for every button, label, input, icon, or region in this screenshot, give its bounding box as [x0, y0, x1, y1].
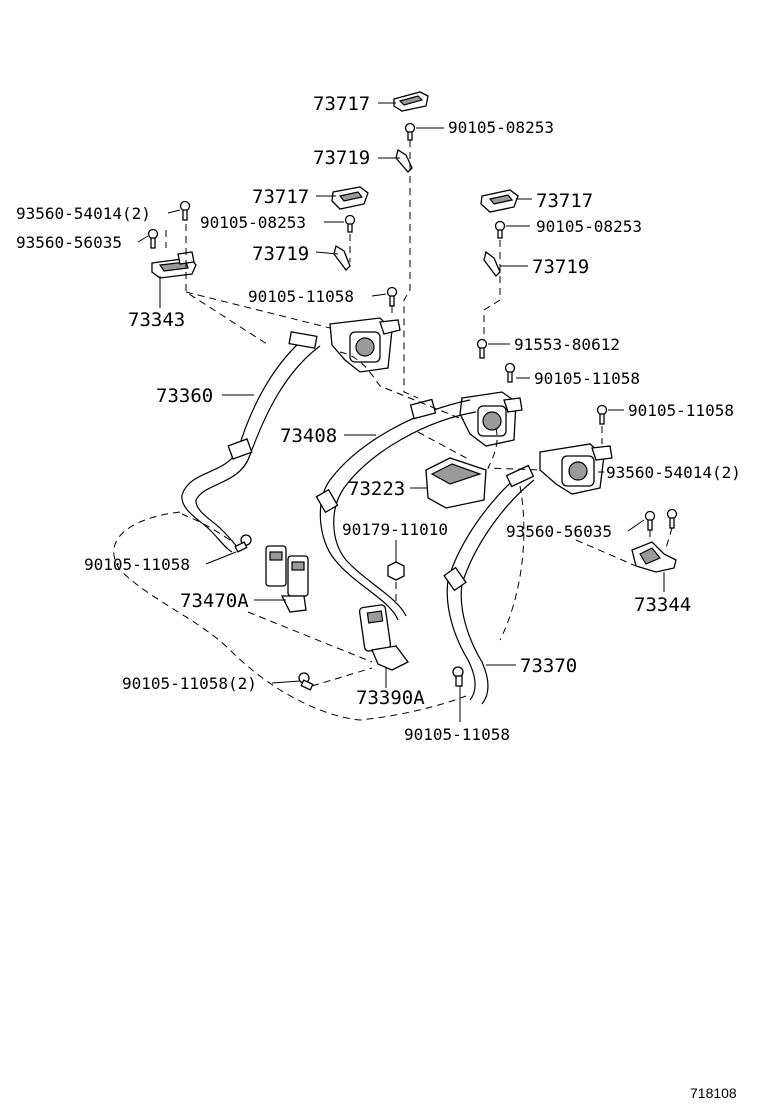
label-73717-left: 73717 — [252, 186, 309, 208]
screw-93560-56035-left — [147, 228, 159, 249]
label-90105-08253-left: 90105-08253 — [200, 213, 306, 232]
screw-93560-56035-right — [644, 510, 656, 531]
label-73717-right: 73717 — [536, 190, 593, 212]
label-73717-top: 73717 — [313, 93, 370, 115]
cover-73717-left — [331, 186, 369, 210]
bracket-73343 — [151, 251, 197, 279]
retractor-middle — [459, 391, 523, 447]
label-90105-11058-bottom: 90105-11058 — [404, 725, 510, 744]
bolt-91553-80612 — [476, 338, 488, 359]
leader-lines — [137, 102, 665, 722]
cover-73717-right — [480, 189, 519, 213]
bolt-90105-11058-bottom-pair — [298, 672, 314, 691]
bolt-90105-08253-left — [344, 214, 356, 233]
label-90105-11058-right: 90105-11058 — [628, 401, 734, 420]
buckle-73470A — [265, 545, 309, 613]
label-73719-right: 73719 — [532, 256, 589, 278]
screw-93560-54014-left — [179, 200, 191, 221]
clip-73719-right — [483, 250, 501, 277]
belt-73360 — [181, 331, 321, 553]
bolt-90105-08253-right — [494, 220, 506, 239]
bolt-90105-08253-top — [404, 122, 416, 141]
label-73344: 73344 — [634, 594, 691, 616]
bolt-90105-11058-bottom — [452, 666, 464, 687]
label-93560-54014-right: 93560-54014(2) — [606, 463, 741, 482]
bracket-73344 — [631, 541, 677, 573]
bolt-90105-11058-mid — [504, 362, 516, 383]
label-93560-56035-right: 93560-56035 — [506, 522, 612, 541]
label-91553-80612: 91553-80612 — [514, 335, 620, 354]
buckle-73390A — [358, 604, 409, 671]
label-73719-left: 73719 — [252, 243, 309, 265]
retractor-upper-left — [329, 317, 401, 373]
label-73719-top: 73719 — [313, 147, 370, 169]
label-73343: 73343 — [128, 309, 185, 331]
label-90105-11058-upper-left: 90105-11058 — [248, 287, 354, 306]
clip-73719-left — [333, 244, 351, 271]
bolt-90105-11058-upper-left — [386, 286, 398, 307]
box-73223 — [425, 457, 487, 509]
diagram-code: 718108 — [690, 1085, 737, 1101]
label-93560-56035-left: 93560-56035 — [16, 233, 122, 252]
label-73370: 73370 — [520, 655, 577, 677]
label-93560-54014-left: 93560-54014(2) — [16, 204, 151, 223]
bolt-90105-11058-right — [596, 404, 608, 425]
label-73408: 73408 — [280, 425, 337, 447]
screw-93560-54014-right — [666, 508, 678, 529]
bolt-90105-11058-left — [234, 534, 252, 553]
label-73390A: 73390A — [356, 687, 425, 709]
label-73360: 73360 — [156, 385, 213, 407]
nut-90179-11010 — [387, 561, 405, 581]
label-73223: 73223 — [348, 478, 405, 500]
label-90105-11058-2-bottom: 90105-11058(2) — [122, 674, 257, 693]
dashed-connection-lines — [113, 140, 673, 721]
belt-73370 — [443, 464, 535, 705]
label-90105-11058-mid: 90105-11058 — [534, 369, 640, 388]
label-90179-11010: 90179-11010 — [342, 520, 448, 539]
label-90105-11058-left: 90105-11058 — [84, 555, 190, 574]
label-73470A: 73470A — [180, 590, 249, 612]
retractor-right — [539, 443, 613, 495]
cover-73717-top — [393, 91, 429, 112]
label-90105-08253-right: 90105-08253 — [536, 217, 642, 236]
label-90105-08253-top: 90105-08253 — [448, 118, 554, 137]
